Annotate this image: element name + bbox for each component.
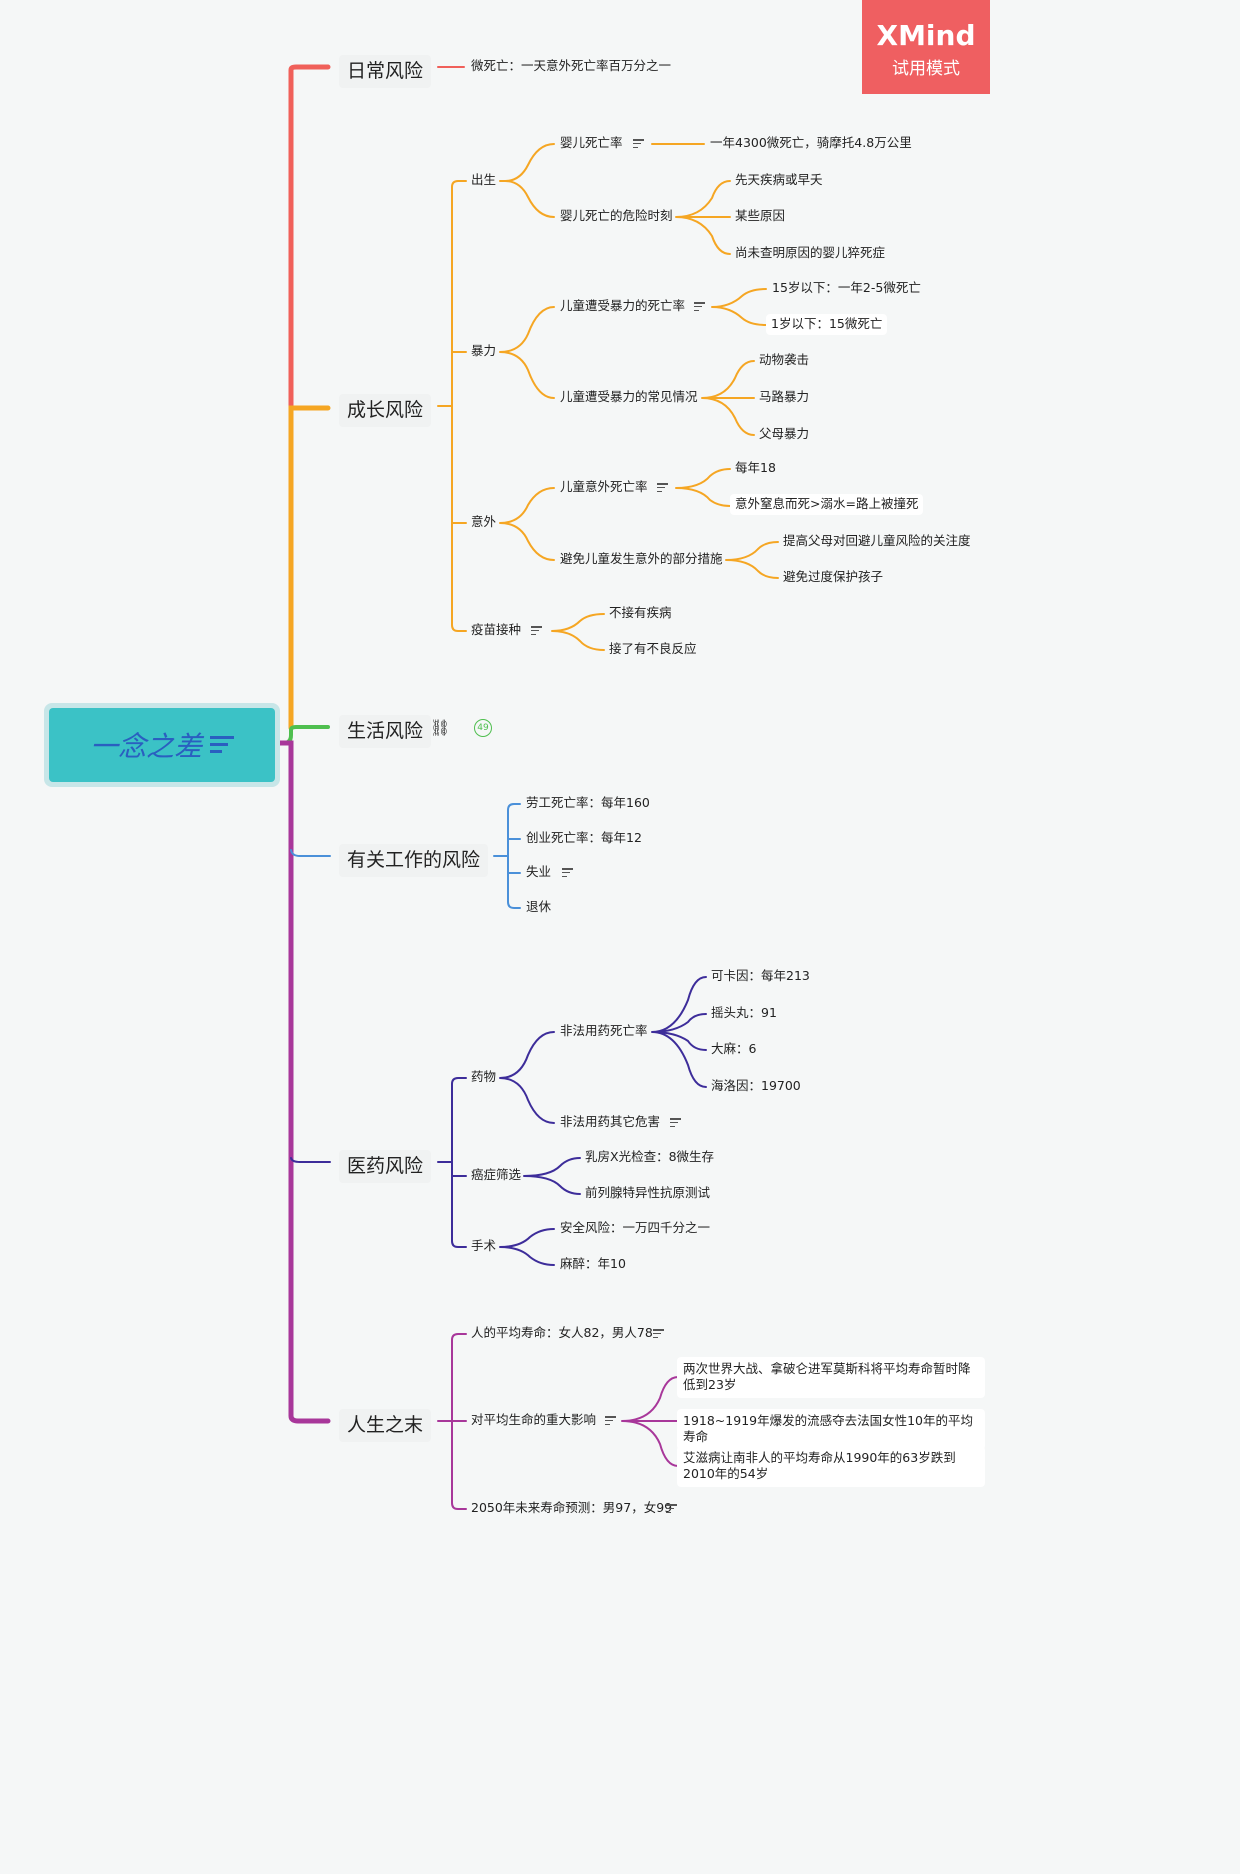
subtopic-drugs[interactable]: 药物	[471, 1069, 497, 1084]
subtopic-child-violence-common[interactable]: 儿童遭受暴力的常见情况	[560, 389, 698, 404]
note-icon[interactable]	[694, 302, 705, 312]
leaf-cannabis[interactable]: 大麻：6	[711, 1041, 757, 1056]
leaf-impact-aids[interactable]: 艾滋病让南非人的平均寿命从1990年的63岁跌到2010年的54岁	[677, 1446, 985, 1487]
note-icon[interactable]	[653, 1329, 664, 1339]
leaf-accident-ranking[interactable]: 意外窒息而死>溺水=路上被撞死	[730, 494, 924, 515]
collapsed-count-badge[interactable]: 49	[474, 719, 492, 737]
topic-medical-risk[interactable]: 医药风险	[339, 1150, 432, 1183]
trunk-daily	[288, 64, 331, 411]
leaf-violence-parent[interactable]: 父母暴力	[759, 426, 810, 441]
root-topic[interactable]: 一念之差	[44, 703, 280, 787]
note-icon[interactable]	[670, 1118, 681, 1128]
brand-label: XMind	[876, 19, 976, 52]
leaf-violence-animal[interactable]: 动物袭击	[759, 352, 810, 367]
subtopic-unemployment[interactable]: 失业	[526, 864, 552, 879]
leaf-infant-danger-3[interactable]: 尚未查明原因的婴儿猝死症	[735, 245, 886, 260]
leaf-violence-under1[interactable]: 1岁以下：15微死亡	[766, 314, 888, 335]
subtopic-infant-mortality[interactable]: 婴儿死亡率	[560, 135, 623, 150]
root-topic-label: 一念之差	[89, 730, 202, 763]
leaf-impact-wars[interactable]: 两次世界大战、拿破仑进军莫斯科将平均寿命暂时降低到23岁	[677, 1357, 985, 1398]
leaf-infant-danger-2[interactable]: 某些原因	[735, 208, 786, 223]
leaf-surgery-risk[interactable]: 安全风险：一万四千分之一	[560, 1220, 711, 1235]
leaf-vaccine-yes[interactable]: 接了有不良反应	[609, 641, 697, 656]
note-icon[interactable]	[531, 626, 542, 636]
mind-map-connectors	[277, 64, 779, 1510]
root-topic-body[interactable]: 一念之差	[49, 708, 275, 782]
subtopic-child-accident-rate[interactable]: 儿童意外死亡率	[560, 479, 648, 494]
topic-daily-risk[interactable]: 日常风险	[339, 55, 432, 88]
subtopic-accident[interactable]: 意外	[471, 514, 497, 529]
leaf-infant-danger-1[interactable]: 先天疾病或早夭	[735, 172, 823, 187]
subtopic-average-lifespan[interactable]: 人的平均寿命：女人82，男人78	[471, 1325, 653, 1340]
subtopic-child-violence-rate[interactable]: 儿童遭受暴力的死亡率	[560, 298, 686, 313]
topic-growth-risk[interactable]: 成长风险	[339, 394, 432, 427]
leaf-prevention-overprotect[interactable]: 避免过度保护孩子	[783, 569, 884, 584]
note-icon[interactable]	[562, 868, 573, 878]
subtopic-surgery[interactable]: 手术	[471, 1238, 497, 1253]
link-icon[interactable]: ⛓	[430, 718, 451, 737]
trunk-lower	[277, 740, 331, 1424]
subtopic-startup-death-rate[interactable]: 创业死亡率：每年12	[526, 830, 642, 845]
subtopic-illegal-drug-other[interactable]: 非法用药其它危害	[560, 1114, 661, 1129]
subtopic-cancer-screening[interactable]: 癌症筛选	[471, 1167, 522, 1182]
leaf-impact-flu[interactable]: 1918~1919年爆发的流感夺去法国女性10年的平均寿命	[677, 1409, 985, 1450]
trial-mode-label: 试用模式	[892, 59, 960, 79]
subtopic-labor-death-rate[interactable]: 劳工死亡率：每年160	[526, 795, 650, 810]
leaf-violence-road[interactable]: 马路暴力	[759, 389, 810, 404]
subtopic-micromort[interactable]: 微死亡：一天意外死亡率百万分之一	[471, 58, 672, 73]
subtopic-retirement[interactable]: 退休	[526, 899, 552, 914]
note-icon[interactable]	[666, 1504, 677, 1514]
note-icon[interactable]	[210, 736, 234, 754]
leaf-anesthesia[interactable]: 麻醉：年10	[560, 1256, 626, 1271]
subtopic-violence[interactable]: 暴力	[471, 343, 497, 358]
leaf-violence-under15[interactable]: 15岁以下：一年2-5微死亡	[772, 280, 921, 295]
leaf-heroin[interactable]: 海洛因：19700	[711, 1078, 801, 1093]
subtopic-birth[interactable]: 出生	[471, 172, 497, 187]
leaf-prevention-attention[interactable]: 提高父母对回避儿童风险的关注度	[783, 533, 971, 548]
subtopic-lifespan-impact[interactable]: 对平均生命的重大影响	[471, 1412, 597, 1427]
trunk-work	[290, 849, 331, 857]
note-icon[interactable]	[605, 1416, 616, 1426]
note-icon[interactable]	[633, 139, 644, 149]
leaf-infant-rate[interactable]: 一年4300微死亡，骑摩托4.8万公里	[710, 135, 912, 150]
trial-watermark[interactable]: XMind 试用模式	[862, 0, 990, 94]
leaf-cocaine[interactable]: 可卡因：每年213	[711, 968, 810, 983]
subtopic-accident-prevention[interactable]: 避免儿童发生意外的部分措施	[560, 551, 723, 566]
note-icon[interactable]	[657, 483, 668, 493]
leaf-accident-per-year[interactable]: 每年18	[735, 460, 776, 475]
subtopic-2050-forecast[interactable]: 2050年未来寿命预测：男97，女99	[471, 1500, 673, 1515]
topic-work-risk[interactable]: 有关工作的风险	[339, 844, 489, 877]
leaf-psa-test[interactable]: 前列腺特异性抗原测试	[585, 1185, 711, 1200]
topic-end-of-life[interactable]: 人生之末	[339, 1409, 432, 1442]
leaf-mammogram[interactable]: 乳房X光检查：8微生存	[585, 1149, 715, 1164]
subtopic-illegal-drug-rate[interactable]: 非法用药死亡率	[560, 1023, 648, 1038]
leaf-vaccine-no[interactable]: 不接有疾病	[609, 605, 672, 620]
subtopic-vaccination[interactable]: 疫苗接种	[471, 622, 522, 637]
topic-life-risk[interactable]: 生活风险	[339, 715, 432, 748]
trunk-medical	[290, 1157, 331, 1163]
subtopic-infant-danger[interactable]: 婴儿死亡的危险时刻	[560, 208, 673, 223]
leaf-ecstasy[interactable]: 摇头丸：91	[711, 1005, 777, 1020]
trunk-growth	[288, 405, 331, 731]
